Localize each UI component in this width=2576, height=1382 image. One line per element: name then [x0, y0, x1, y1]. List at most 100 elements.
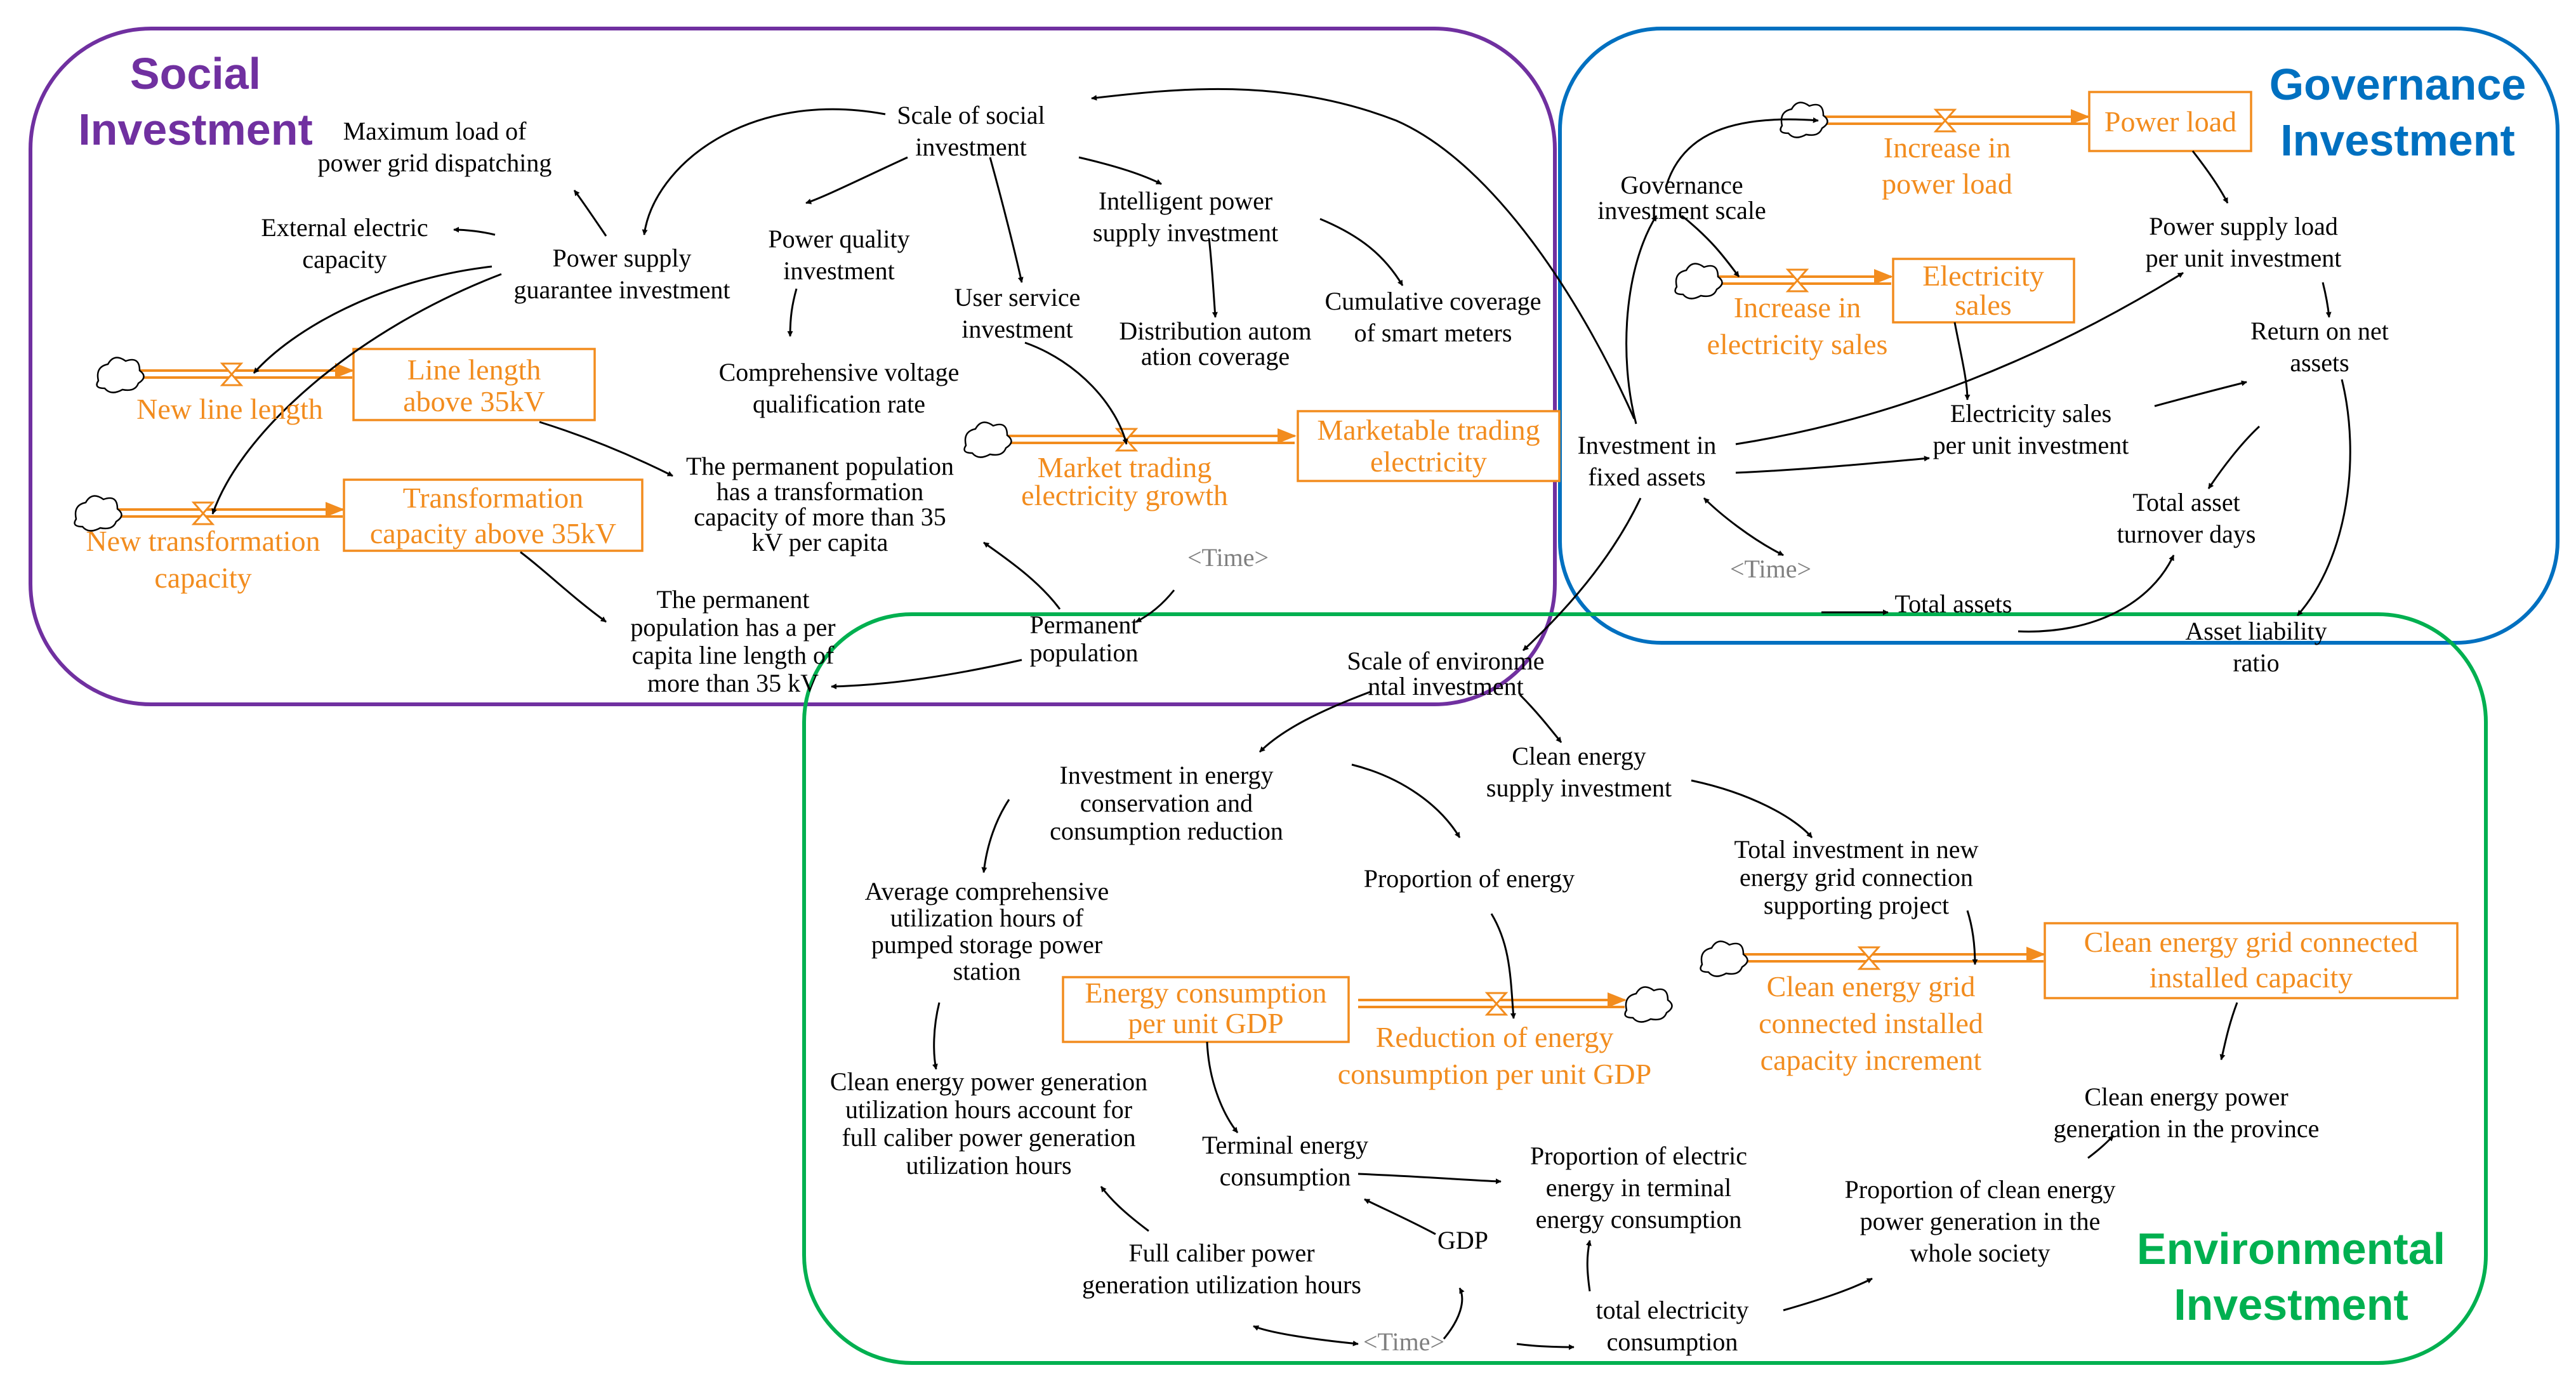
flow-increase-load: Increase in power load: [1882, 131, 2012, 200]
svg-text:conservation and: conservation and: [1080, 789, 1253, 817]
stock-boxes: [343, 91, 2459, 1043]
svg-text:ratio: ratio: [2233, 648, 2279, 677]
svg-text:utilization hours: utilization hours: [906, 1151, 1071, 1180]
svg-text:Electricity: Electricity: [1922, 260, 2044, 292]
var-total-assets: Total assets: [1895, 589, 2012, 618]
var-pumped-storage: Average comprehensive utilization hours …: [865, 877, 1109, 985]
svg-text:Return on net: Return on net: [2250, 317, 2389, 345]
svg-text:Power supply: Power supply: [553, 244, 692, 272]
svg-text:Clean energy: Clean energy: [1512, 742, 1646, 770]
svg-text:investment: investment: [961, 315, 1073, 343]
svg-text:electricity: electricity: [1370, 445, 1487, 478]
var-fixed-assets: Investment in fixed assets: [1578, 431, 1717, 491]
svg-text:investment: investment: [915, 133, 1027, 161]
svg-text:capacity of more than 35: capacity of more than 35: [694, 503, 946, 531]
svg-text:External electric: External electric: [261, 213, 428, 242]
svg-text:supply investment: supply investment: [1486, 773, 1672, 802]
cloud-icon: [96, 357, 145, 393]
var-smart-meters: Cumulative coverage of smart meters: [1325, 287, 1542, 347]
svg-text:capacity: capacity: [154, 562, 251, 594]
svg-text:Scale of environme: Scale of environme: [1347, 647, 1545, 675]
environmental-title-line2: Investment: [2174, 1280, 2408, 1329]
svg-text:GDP: GDP: [1437, 1226, 1488, 1254]
svg-text:Proportion of electric: Proportion of electric: [1530, 1142, 1747, 1170]
cloud-icon: [74, 495, 122, 532]
social-title-line1: Social: [130, 49, 261, 98]
svg-text:consumption reduction: consumption reduction: [1050, 817, 1283, 845]
var-terminal-consumption: Terminal energy consumption: [1202, 1131, 1368, 1191]
svg-text:capacity: capacity: [302, 245, 386, 273]
svg-text:above 35kV: above 35kV: [403, 385, 545, 418]
svg-text:Average comprehensive: Average comprehensive: [865, 877, 1109, 905]
stock-clean-installed: Clean energy grid connected installed ca…: [2084, 926, 2419, 994]
var-turnover-days: Total asset turnover days: [2117, 488, 2256, 548]
var-clean-util: Clean energy power generation utilizatio…: [830, 1067, 1147, 1180]
var-supply-load-unit: Power supply load per unit investment: [2146, 212, 2342, 272]
svg-text:Full caliber power: Full caliber power: [1128, 1239, 1314, 1267]
svg-text:whole society: whole society: [1910, 1239, 2050, 1267]
var-energy-conservation: Investment in energy conservation and co…: [1050, 761, 1283, 845]
flow-clean-increment: Clean energy grid connected installed ca…: [1759, 970, 1983, 1076]
var-max-load: Maximum load of power grid dispatching: [318, 117, 552, 177]
svg-text:has a transformation: has a transformation: [717, 477, 924, 506]
svg-text:Market trading: Market trading: [1038, 451, 1212, 484]
svg-text:Total investment in new: Total investment in new: [1734, 835, 1979, 864]
svg-text:ation coverage: ation coverage: [1141, 342, 1290, 371]
var-electric-proportion: Proportion of electric energy in termina…: [1530, 1142, 1747, 1234]
var-scale-env: Scale of environme ntal investment: [1347, 647, 1545, 701]
svg-text:Intelligent power: Intelligent power: [1099, 187, 1272, 215]
svg-text:User service: User service: [954, 283, 1081, 312]
governance-title-line2: Investment: [2280, 115, 2515, 165]
svg-text:consumption: consumption: [1607, 1327, 1738, 1356]
svg-text:more than 35 kV: more than 35 kV: [647, 669, 819, 697]
svg-text:generation utilization hours: generation utilization hours: [1082, 1270, 1361, 1299]
svg-text:guarantee investment: guarantee investment: [514, 275, 730, 304]
stock-energy-gdp: Energy consumption per unit GDP: [1085, 977, 1326, 1039]
cloud-icon: [1624, 986, 1673, 1023]
svg-text:ntal investment: ntal investment: [1368, 672, 1524, 701]
svg-text:energy grid connection: energy grid connection: [1740, 863, 1973, 892]
svg-text:Asset liability: Asset liability: [2185, 617, 2327, 645]
var-liability-ratio: Asset liability ratio: [2185, 617, 2327, 677]
svg-text:pumped storage power: pumped storage power: [871, 930, 1102, 959]
causal-arrows: [211, 88, 2351, 1350]
flow-reduction-energy: Reduction of energy consumption per unit…: [1338, 1021, 1651, 1090]
svg-text:of smart meters: of smart meters: [1354, 319, 1512, 347]
svg-text:per unit GDP: per unit GDP: [1128, 1007, 1283, 1039]
svg-text:sales: sales: [1955, 289, 2011, 321]
var-external-capacity: External electric capacity: [261, 213, 428, 273]
svg-text:Transformation: Transformation: [403, 482, 584, 514]
svg-text:capita line length of: capita line length of: [632, 641, 835, 669]
flow-valves: [191, 109, 1957, 1016]
stock-power-load: Power load: [2104, 105, 2236, 138]
var-sales-unit: Electricity sales per unit investment: [1933, 399, 2129, 459]
stock-marketable: Marketable trading electricity: [1317, 414, 1540, 478]
var-gdp: GDP: [1437, 1226, 1488, 1254]
var-permanent-population: Permanent population: [1029, 610, 1138, 667]
time-variable-social: <Time>: [1187, 543, 1269, 572]
svg-text:Clean energy grid: Clean energy grid: [1767, 970, 1976, 1003]
svg-text:per unit investment: per unit investment: [1933, 431, 2129, 459]
svg-text:Maximum load of: Maximum load of: [343, 117, 527, 145]
time-variable-environmental: <Time>: [1363, 1327, 1444, 1356]
svg-text:Proportion of clean energy: Proportion of clean energy: [1845, 1175, 2116, 1204]
svg-text:utilization hours account for: utilization hours account for: [845, 1095, 1132, 1124]
var-total-electricity: total electricity consumption: [1596, 1296, 1749, 1356]
svg-text:supporting project: supporting project: [1764, 891, 1949, 919]
svg-text:Energy consumption: Energy consumption: [1085, 977, 1326, 1009]
svg-text:total electricity: total electricity: [1596, 1296, 1749, 1324]
svg-text:utilization hours of: utilization hours of: [890, 904, 1084, 932]
svg-text:power grid dispatching: power grid dispatching: [318, 148, 552, 177]
svg-text:kV per capita: kV per capita: [752, 528, 888, 556]
svg-text:Cumulative coverage: Cumulative coverage: [1325, 287, 1542, 315]
svg-text:generation in the province: generation in the province: [2054, 1114, 2320, 1143]
var-transform-per-capita: The permanent population has a transform…: [686, 452, 954, 556]
svg-text:electricity sales: electricity sales: [1707, 328, 1888, 360]
flow-increase-sales: Increase in electricity sales: [1707, 291, 1888, 360]
svg-text:population: population: [1029, 638, 1138, 667]
cloud-icon: [1674, 263, 1723, 299]
var-clean-gen-province: Clean energy power generation in the pro…: [2054, 1083, 2320, 1143]
svg-text:per unit investment: per unit investment: [2146, 244, 2342, 272]
var-distribution-auto: Distribution autom ation coverage: [1119, 317, 1311, 371]
